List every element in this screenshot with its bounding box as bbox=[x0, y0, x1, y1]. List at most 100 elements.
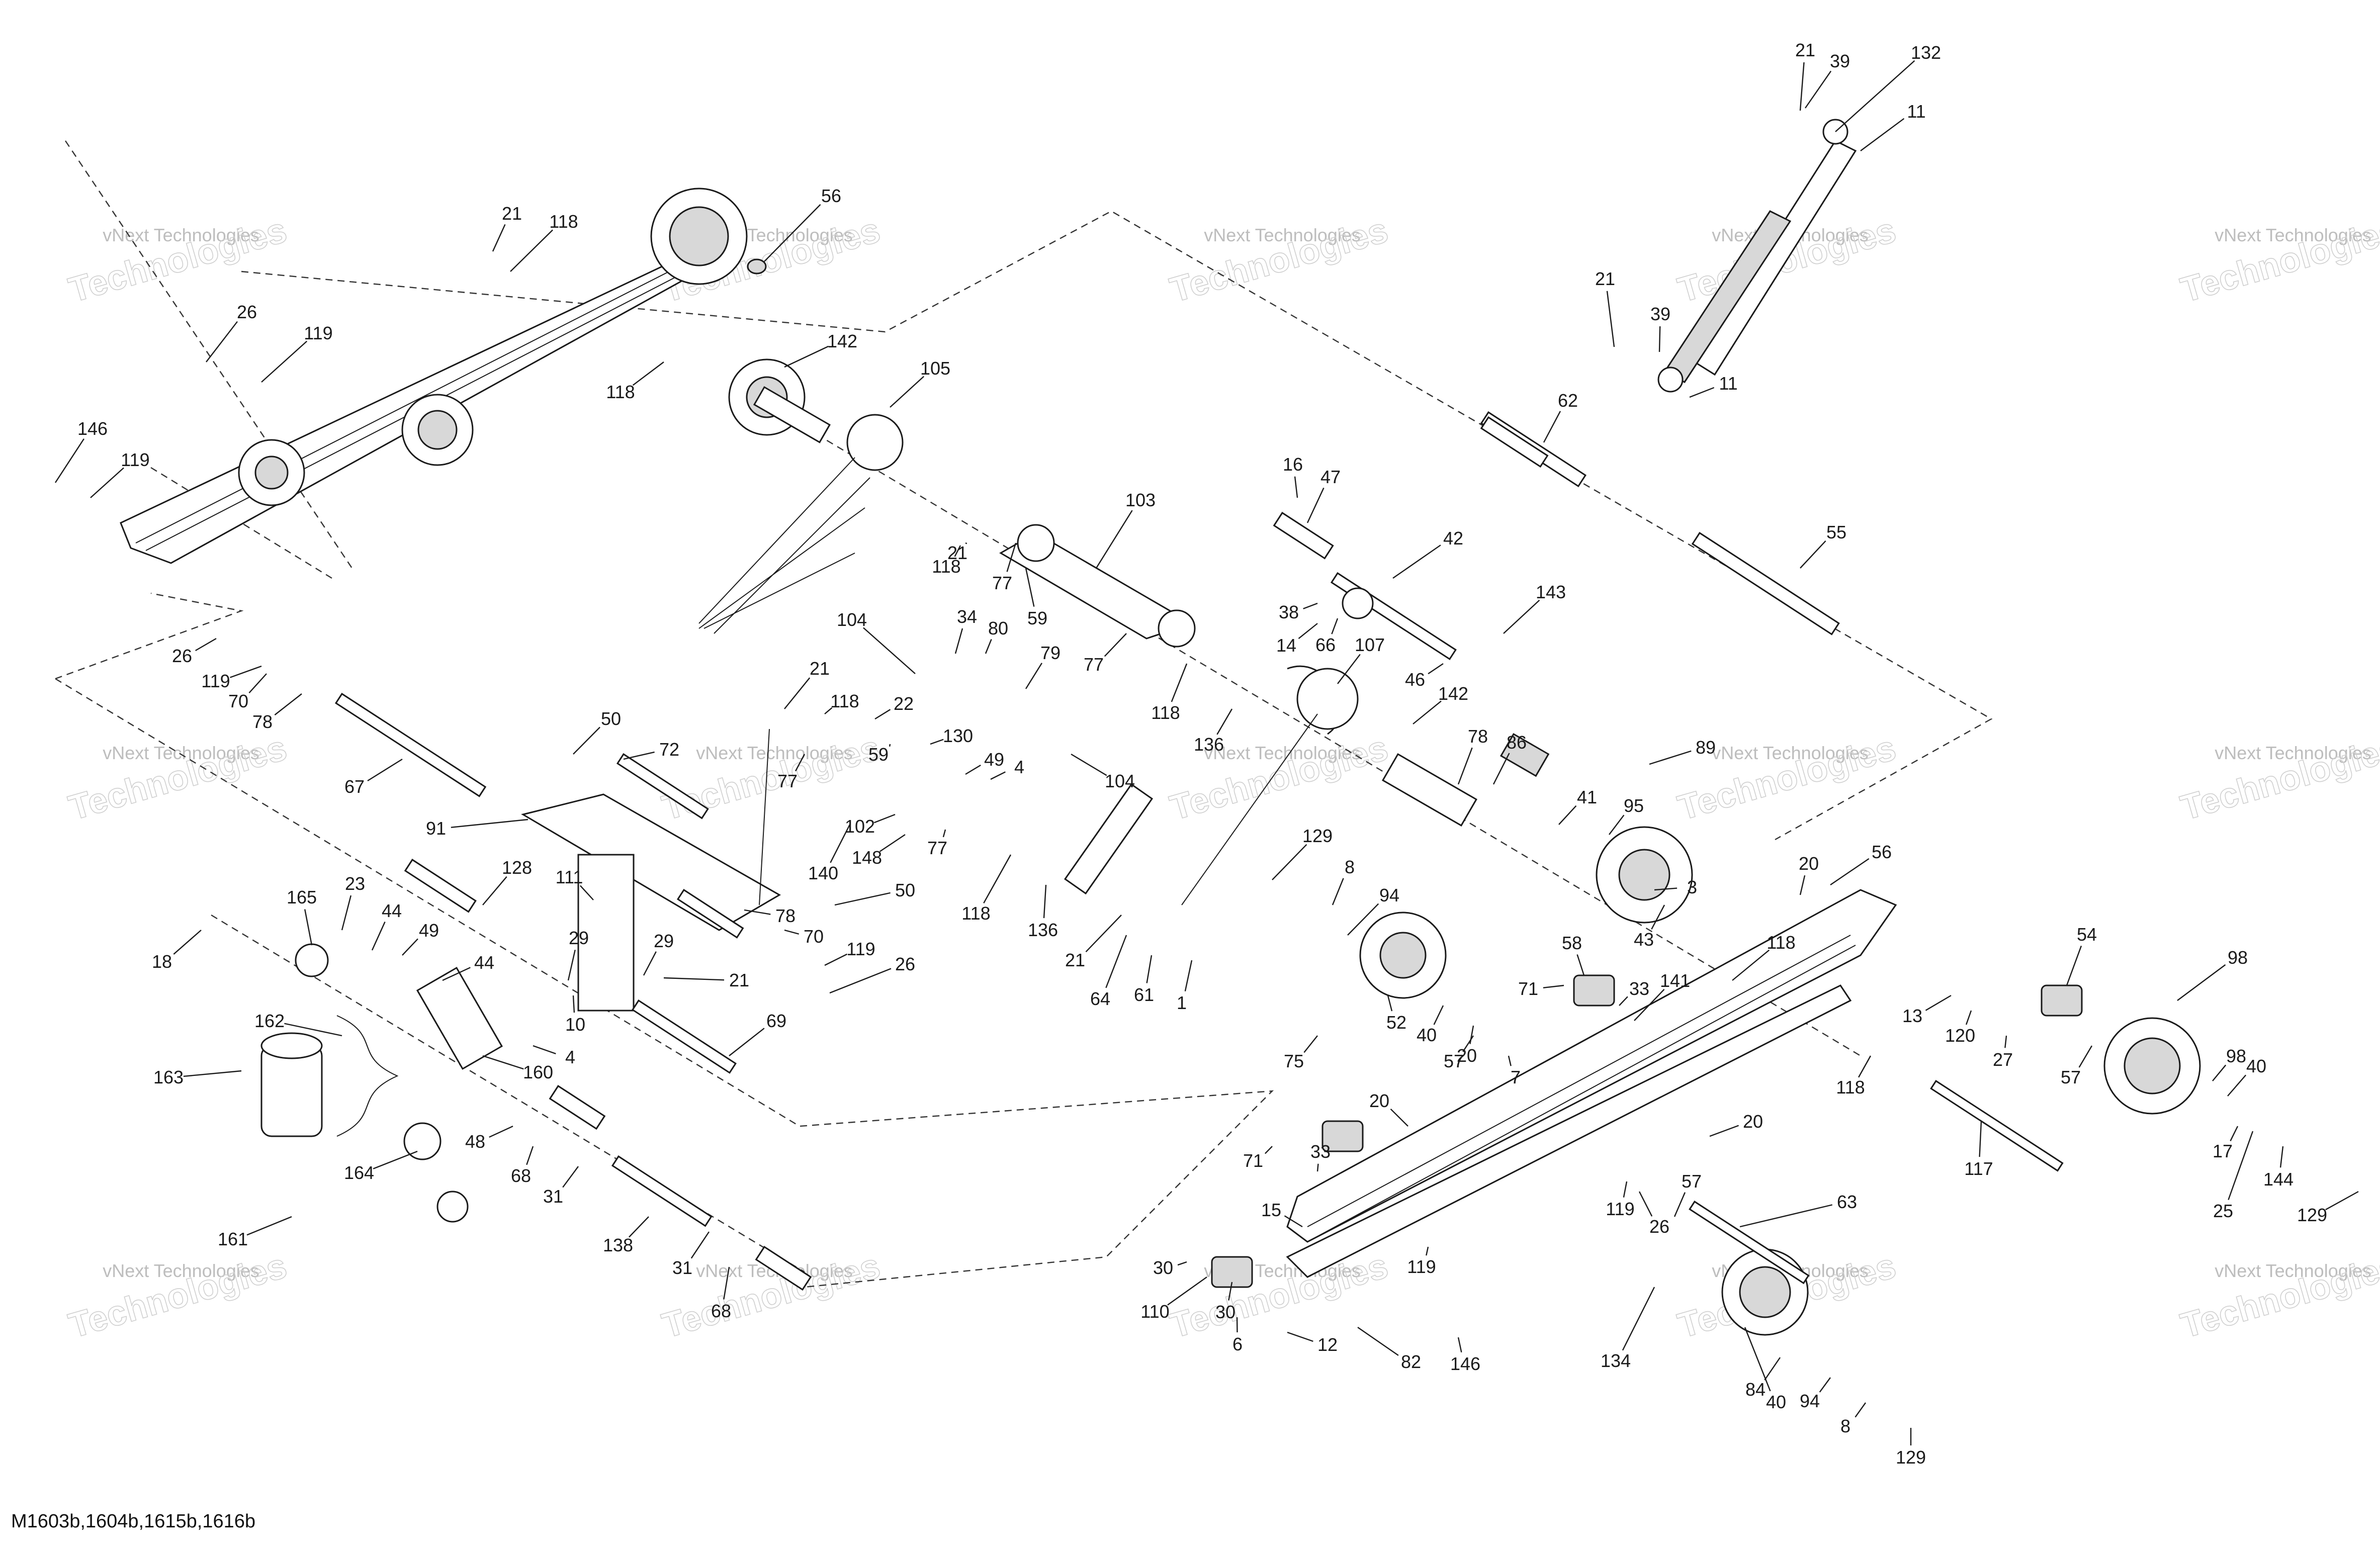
leader-line-20 bbox=[1390, 1108, 1408, 1127]
callout-label-102: 102 bbox=[845, 816, 875, 837]
leader-line-119 bbox=[230, 665, 262, 678]
watermark-text: vNext Technologies bbox=[2215, 225, 2371, 245]
callout-label-46: 46 bbox=[1405, 669, 1425, 690]
callout-label-29: 29 bbox=[654, 931, 674, 951]
leader-line-130 bbox=[930, 739, 944, 745]
callout-label-31: 31 bbox=[543, 1186, 563, 1207]
leader-line-165 bbox=[304, 909, 313, 946]
leader-line-21 bbox=[492, 224, 506, 252]
callout-label-3: 3 bbox=[1687, 877, 1697, 897]
callout-label-163: 163 bbox=[153, 1067, 184, 1087]
leader-line-77 bbox=[1006, 542, 1017, 572]
leader-line-21 bbox=[784, 677, 811, 709]
leader-line-12 bbox=[1287, 1331, 1313, 1342]
leader-line-8 bbox=[1332, 878, 1344, 905]
leader-line-78 bbox=[744, 909, 771, 915]
callout-label-72: 72 bbox=[659, 739, 679, 760]
leader-line-57 bbox=[2078, 1045, 2093, 1068]
leader-line-103 bbox=[1095, 510, 1133, 569]
leader-line-29 bbox=[643, 951, 657, 976]
callout-label-25: 25 bbox=[2213, 1201, 2233, 1221]
leader-line-163 bbox=[183, 1070, 242, 1077]
callout-label-30: 30 bbox=[1153, 1257, 1173, 1278]
callout-label-30: 30 bbox=[1215, 1302, 1236, 1322]
callout-label-7: 7 bbox=[1511, 1067, 1521, 1087]
leader-line-43 bbox=[1651, 904, 1665, 930]
callout-label-38: 38 bbox=[1279, 602, 1299, 622]
callout-label-132: 132 bbox=[1911, 42, 1941, 63]
leader-line-16 bbox=[1294, 476, 1298, 498]
callout-label-64: 64 bbox=[1090, 988, 1110, 1009]
callout-label-79: 79 bbox=[1040, 643, 1061, 663]
callout-label-57: 57 bbox=[2061, 1067, 2081, 1087]
watermark-text: vNext Technologies bbox=[1204, 743, 1361, 763]
leader-line-11 bbox=[1689, 387, 1715, 398]
leader-line-98 bbox=[2212, 1064, 2227, 1081]
watermark-text: vNext Technologies bbox=[2215, 1260, 2371, 1281]
leader-line-118 bbox=[983, 854, 1012, 903]
rear-rail-right-illustration bbox=[1286, 889, 2201, 1336]
leader-line-71 bbox=[1264, 1146, 1273, 1154]
leader-line-49 bbox=[965, 764, 981, 775]
leader-line-118 bbox=[954, 545, 961, 557]
leader-line-21 bbox=[1799, 62, 1805, 111]
leader-line-146 bbox=[1457, 1337, 1462, 1353]
callout-label-78: 78 bbox=[252, 711, 273, 732]
leader-line-118 bbox=[632, 361, 664, 386]
leader-line-77 bbox=[1104, 633, 1127, 657]
callout-label-49: 49 bbox=[419, 920, 439, 941]
callout-label-17: 17 bbox=[2213, 1141, 2233, 1161]
callout-label-15: 15 bbox=[1261, 1200, 1281, 1220]
leader-line-67 bbox=[367, 758, 403, 781]
leader-line-58 bbox=[1576, 954, 1585, 976]
leader-line-20 bbox=[1469, 1025, 1474, 1044]
watermark-text: vNext Technologies bbox=[1204, 225, 1361, 245]
leader-line-56 bbox=[1830, 858, 1870, 885]
callout-label-34: 34 bbox=[957, 606, 977, 627]
callout-label-59: 59 bbox=[868, 744, 889, 765]
callout-label-119: 119 bbox=[201, 671, 230, 691]
leader-line-80 bbox=[985, 639, 992, 654]
leader-line-10 bbox=[572, 995, 575, 1013]
callout-label-50: 50 bbox=[895, 880, 915, 900]
callout-label-134: 134 bbox=[1601, 1350, 1631, 1371]
leader-line-25 bbox=[2228, 1131, 2254, 1200]
callout-label-26: 26 bbox=[237, 302, 257, 322]
callout-label-129: 129 bbox=[1302, 826, 1333, 846]
callout-label-110: 110 bbox=[1140, 1301, 1169, 1322]
callout-label-69: 69 bbox=[766, 1011, 786, 1031]
leader-line-44 bbox=[371, 921, 386, 951]
callout-label-118: 118 bbox=[1767, 932, 1795, 953]
assembly-outline bbox=[55, 140, 1993, 1288]
callout-label-13: 13 bbox=[1902, 1006, 1922, 1026]
callout-label-58: 58 bbox=[1562, 933, 1582, 953]
callout-label-4: 4 bbox=[1014, 757, 1024, 777]
leader-line-22 bbox=[874, 709, 891, 720]
watermark-text: vNext Technologies bbox=[1712, 743, 1869, 763]
leader-line-146 bbox=[54, 438, 84, 483]
leader-line-75 bbox=[1303, 1035, 1318, 1053]
leader-line-15 bbox=[1284, 1215, 1303, 1228]
callout-label-40: 40 bbox=[1766, 1392, 1786, 1412]
leader-line-30 bbox=[1228, 1282, 1233, 1301]
callout-label-118: 118 bbox=[932, 556, 960, 577]
callout-label-71: 71 bbox=[1518, 978, 1538, 999]
leader-line-18 bbox=[173, 930, 202, 955]
callout-label-140: 140 bbox=[808, 863, 838, 883]
callout-label-77: 77 bbox=[992, 573, 1012, 593]
callout-label-44: 44 bbox=[382, 900, 402, 921]
leader-line-68 bbox=[526, 1146, 534, 1165]
leader-line-118 bbox=[1171, 663, 1188, 702]
leader-line-33 bbox=[1316, 1163, 1319, 1172]
callout-label-20: 20 bbox=[1799, 853, 1819, 874]
callout-label-57: 57 bbox=[1682, 1171, 1702, 1192]
callout-labels: 1344678810111112131415161718202020202121… bbox=[77, 40, 2327, 1468]
leader-line-162 bbox=[284, 1023, 342, 1037]
callout-label-118: 118 bbox=[606, 382, 635, 402]
leader-line-129 bbox=[1272, 844, 1307, 880]
leader-line-86 bbox=[1492, 753, 1510, 785]
leader-line-110 bbox=[1167, 1277, 1207, 1306]
leader-line-40 bbox=[2227, 1074, 2247, 1097]
callout-label-70: 70 bbox=[228, 691, 248, 711]
